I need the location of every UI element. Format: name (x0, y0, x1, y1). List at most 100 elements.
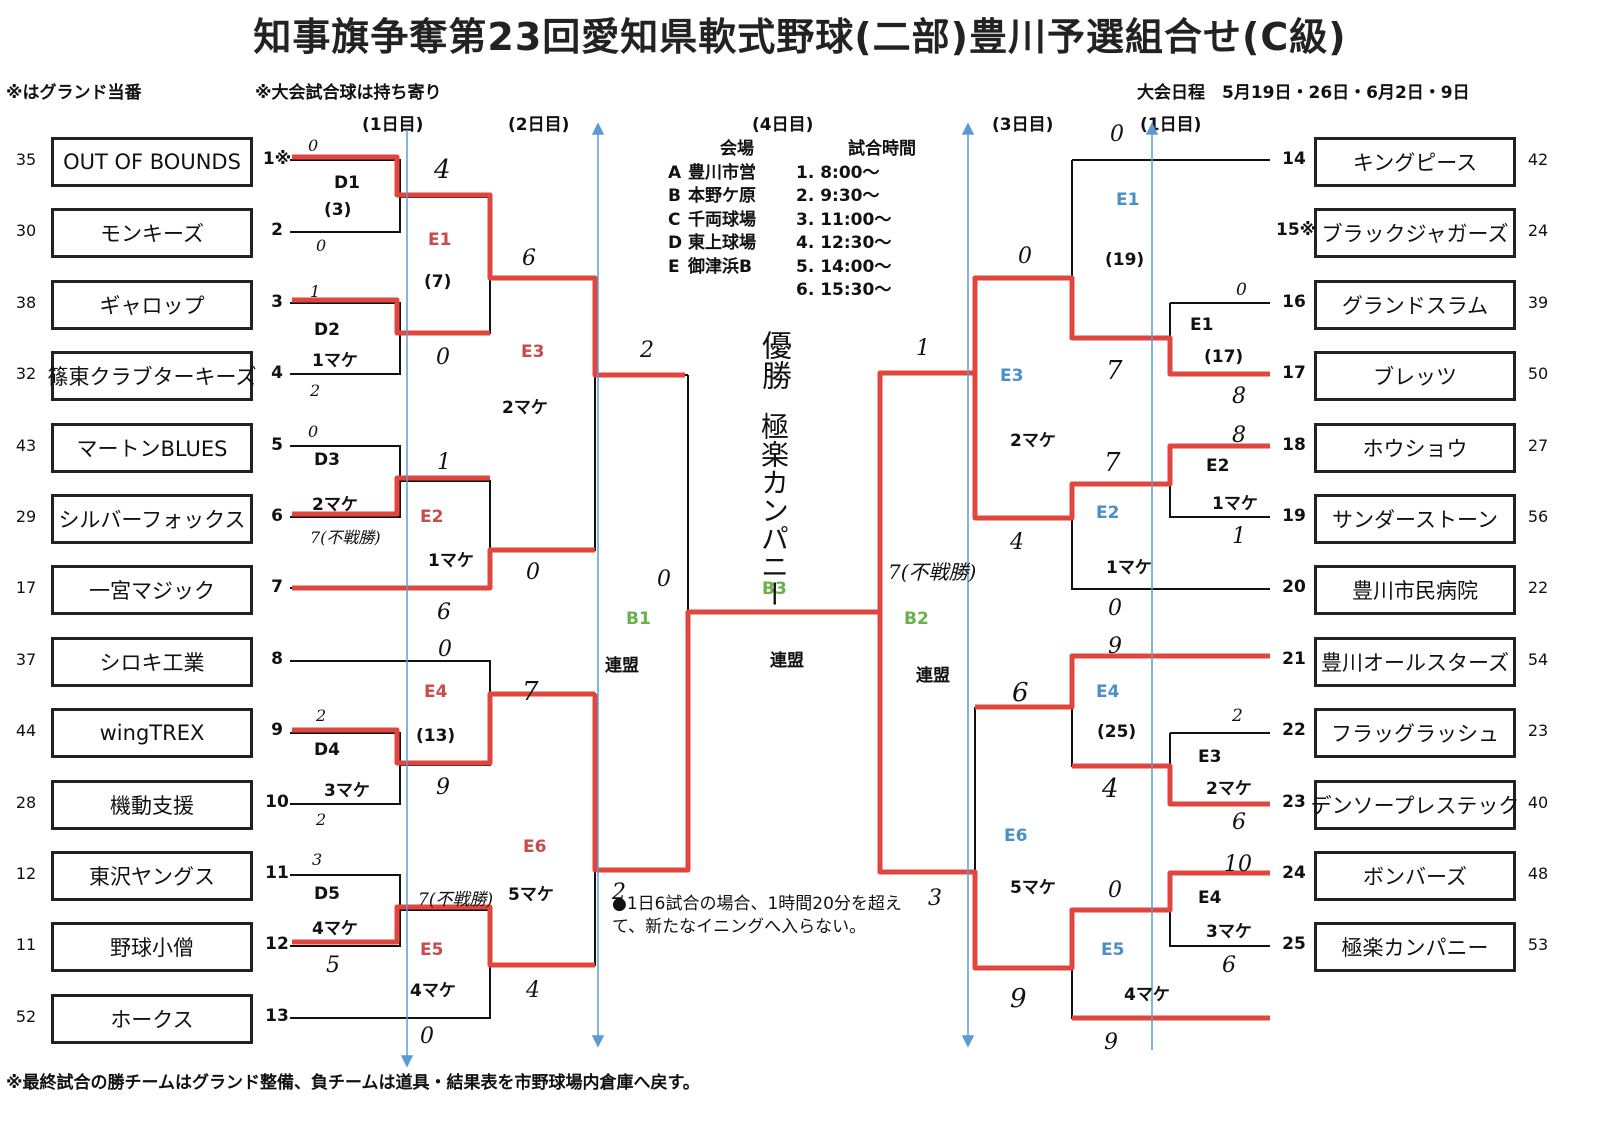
team-box: 東沢ヤングス (51, 851, 253, 901)
match-right-e4b-sub: 3マケ (1206, 922, 1252, 942)
score-r19: 0 (1108, 596, 1122, 621)
team-seed: 22 (1527, 578, 1549, 598)
match-left-e5: E5 (420, 940, 444, 960)
team-seed: 43 (15, 435, 37, 455)
page-title: 知事旗争奪第23回愛知県軟式野球(二部)豊川予選組合せ(C級) (253, 15, 1347, 59)
team-seed: 39 (1527, 292, 1549, 312)
match-b1: B1 (626, 609, 651, 629)
match-right-e1a: E1 (1116, 190, 1140, 210)
team-number: 1※ (262, 149, 292, 169)
team-number: 10 (265, 791, 289, 812)
score-b2note: 7(不戦勝) (888, 560, 977, 584)
match-d3-sub: 2マケ (312, 495, 358, 515)
team-box: wingTREX (51, 708, 253, 759)
venue-header: 会場 (720, 139, 754, 159)
team-box: 機動支援 (51, 779, 253, 830)
venue-code: E (668, 256, 680, 277)
match-right-e2a-sub: 1マケ (1106, 558, 1152, 578)
team-seed: 38 (15, 292, 37, 312)
venue-time: 4. 12:30～ (796, 233, 892, 253)
team-box: 豊川市民病院 (1314, 565, 1516, 616)
team-seed: 40 (1527, 792, 1549, 812)
match-left-e5-sub: 4マケ (410, 981, 456, 1001)
match-d2-sub: 1マケ (312, 351, 358, 371)
score-rb2: 3 (928, 886, 942, 911)
match-right-e4b: E4 (1198, 888, 1222, 908)
match-d1-sub: (3) (324, 200, 352, 220)
champion-text: 優勝 (756, 330, 791, 390)
match-right-e4a: E4 (1096, 682, 1120, 702)
team-number: 2 (271, 220, 283, 241)
day2-header: (2日目) (508, 115, 570, 135)
score-b1b: 0 (657, 567, 671, 592)
match-b2: B2 (904, 609, 929, 629)
team-seed: 12 (15, 864, 37, 883)
score-s8: 7(不戦勝) (310, 528, 381, 547)
score-s12: 3 (312, 850, 323, 869)
match-d2: D2 (314, 320, 340, 340)
score-re2l: 4 (1010, 530, 1024, 555)
match-right-e2b-sub: 1マケ (1212, 494, 1258, 514)
venue-name: 東上球場 (688, 233, 756, 253)
team-box: サンダーストーン (1314, 494, 1516, 544)
match-d4-sub: 3マケ (324, 781, 370, 801)
score-s14: 0 (420, 1024, 434, 1049)
venue-time: 6. 15:30～ (796, 280, 892, 300)
team-number: 12 (265, 934, 289, 955)
team-box: 極楽カンパニー (1314, 922, 1516, 973)
team-box: ブラックジャガーズ (1314, 208, 1516, 259)
team-seed: 53 (1527, 935, 1549, 955)
score-s9: 0 (526, 560, 540, 585)
team-box: シルバーフォックス (51, 494, 253, 544)
team-number: 25 (1282, 934, 1306, 955)
venue-name: 本野ケ原 (688, 186, 756, 206)
team-box: 篠東クラブターキーズ (48, 351, 256, 402)
team-box: シロキ工業 (51, 636, 253, 687)
venue-time: 1. 8:00～ (796, 162, 880, 183)
score-s11: 2 (316, 706, 327, 725)
team-number: 4 (271, 363, 283, 384)
score-re4l: 6 (1012, 678, 1029, 708)
team-box: グランドスラム (1314, 279, 1516, 330)
match-left-e1-sub: (7) (424, 272, 452, 292)
team-number: 8 (271, 648, 283, 669)
team-seed: 32 (15, 364, 37, 384)
team-box: 一宮マジック (51, 565, 253, 616)
score-d2l: 6 (522, 246, 536, 271)
team-box: ホークス (51, 993, 253, 1044)
match-right-e6-sub: 5マケ (1010, 878, 1056, 898)
team-number: 17 (1282, 363, 1306, 384)
footer-note: ※最終試合の勝チームはグランド整備、負チームは道具・結果表を市野球場内倉庫へ戻す… (6, 1073, 700, 1093)
score-re1: 7 (1106, 356, 1123, 386)
score-d3l: 4 (526, 978, 540, 1003)
team-number: 18 (1282, 434, 1306, 455)
score-d1w: 4 (434, 155, 451, 185)
venue-name: 千両球場 (688, 209, 756, 230)
team-number: 20 (1282, 577, 1306, 598)
score-d2w: 1 (437, 450, 451, 475)
score-r15: 0 (1236, 280, 1247, 300)
team-box: デンソープレステック (1311, 779, 1519, 830)
match-right-e2a: E2 (1096, 503, 1120, 523)
match-right-e6: E6 (1004, 826, 1028, 846)
team-number: 15※ (1276, 220, 1317, 241)
match-right-e1a-sub: (19) (1105, 250, 1145, 270)
match-right-e4a-sub: (25) (1097, 722, 1137, 742)
score-s1: 0 (308, 136, 319, 155)
team-seed: 50 (1527, 364, 1549, 384)
team-number: 6 (271, 506, 283, 526)
score-s2: 0 (316, 236, 327, 255)
team-seed: 42 (1527, 150, 1549, 169)
score-r14: 0 (1110, 122, 1124, 147)
score-rb1: 1 (916, 336, 930, 361)
champion-label: 優勝 (755, 330, 795, 390)
balls-note: ※大会試合球は持ち寄り (255, 83, 442, 103)
venue-name: 御津浜B (688, 256, 752, 277)
match-d5: D5 (314, 884, 340, 904)
match-right-e3a: E3 (1000, 366, 1024, 386)
match-d3: D3 (314, 450, 340, 470)
